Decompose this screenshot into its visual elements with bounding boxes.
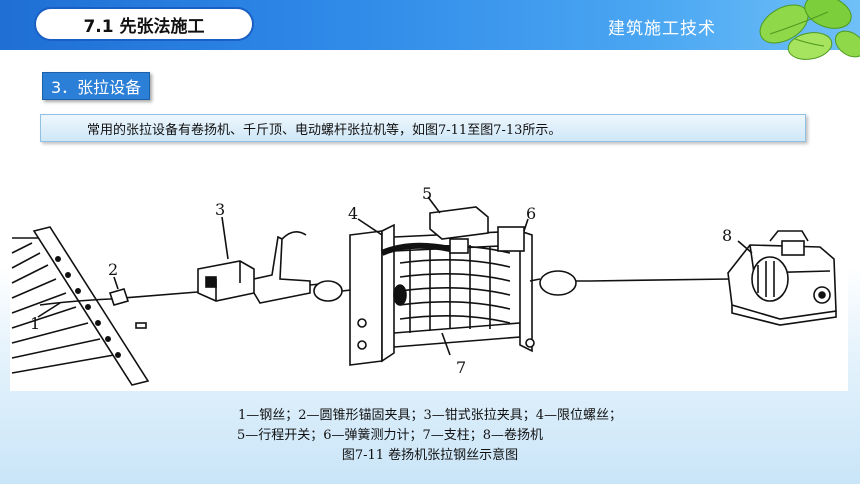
figure-caption: 图7-11 卷扬机张拉钢丝示意图 [341,448,519,463]
callout-5: 5 [422,184,432,203]
leader-lines [37,196,753,356]
course-title: 建筑施工技术 [608,19,716,39]
callout-3: 3 [215,200,225,219]
figure-panel: 1 2 3 4 5 6 7 8 [10,183,848,391]
header-bar: 7.1 先张法施工 建筑施工技术 [0,0,860,50]
callout-2: 2 [108,260,118,279]
winch [727,230,837,326]
callout-4: 4 [348,204,358,223]
anchor-beam [32,226,150,386]
subsection-label: 3．张拉设备 [42,72,151,100]
winch-tensioning-diagram: 1 2 3 4 5 6 7 8 [11,184,837,386]
callout-6: 6 [526,204,536,223]
leaves-decoration-icon [759,0,860,60]
section-title-pill: 7.1 先张法施工 [34,7,254,41]
travel-switch [429,206,489,254]
figure-legend-line-2: 5—行程开关；6—弹簧测力计；7—支柱；8—卷扬机 [236,428,544,443]
ground-hatching [11,237,115,374]
section-title: 7.1 先张法施工 [83,16,205,37]
figure-legend-line-1: 1—钢丝；2—圆锥形锚固夹具；3—钳式张拉夹具；4—限位螺丝； [237,408,623,423]
description-text: 常用的张拉设备有卷扬机、千斤顶、电动螺杆张拉机等，如图7-11至图7-13所示。 [87,122,562,138]
subsection-label-text: 3．张拉设备 [51,78,142,97]
callout-7: 7 [456,358,466,377]
callout-8: 8 [722,226,732,245]
jaw-clamp [197,231,311,304]
anchor-clamp [108,288,130,306]
description-box: 常用的张拉设备有卷扬机、千斤顶、电动螺杆张拉机等，如图7-11至图7-13所示。 [40,114,806,142]
callout-1: 1 [30,314,40,333]
spring-dynamometer [497,226,525,252]
